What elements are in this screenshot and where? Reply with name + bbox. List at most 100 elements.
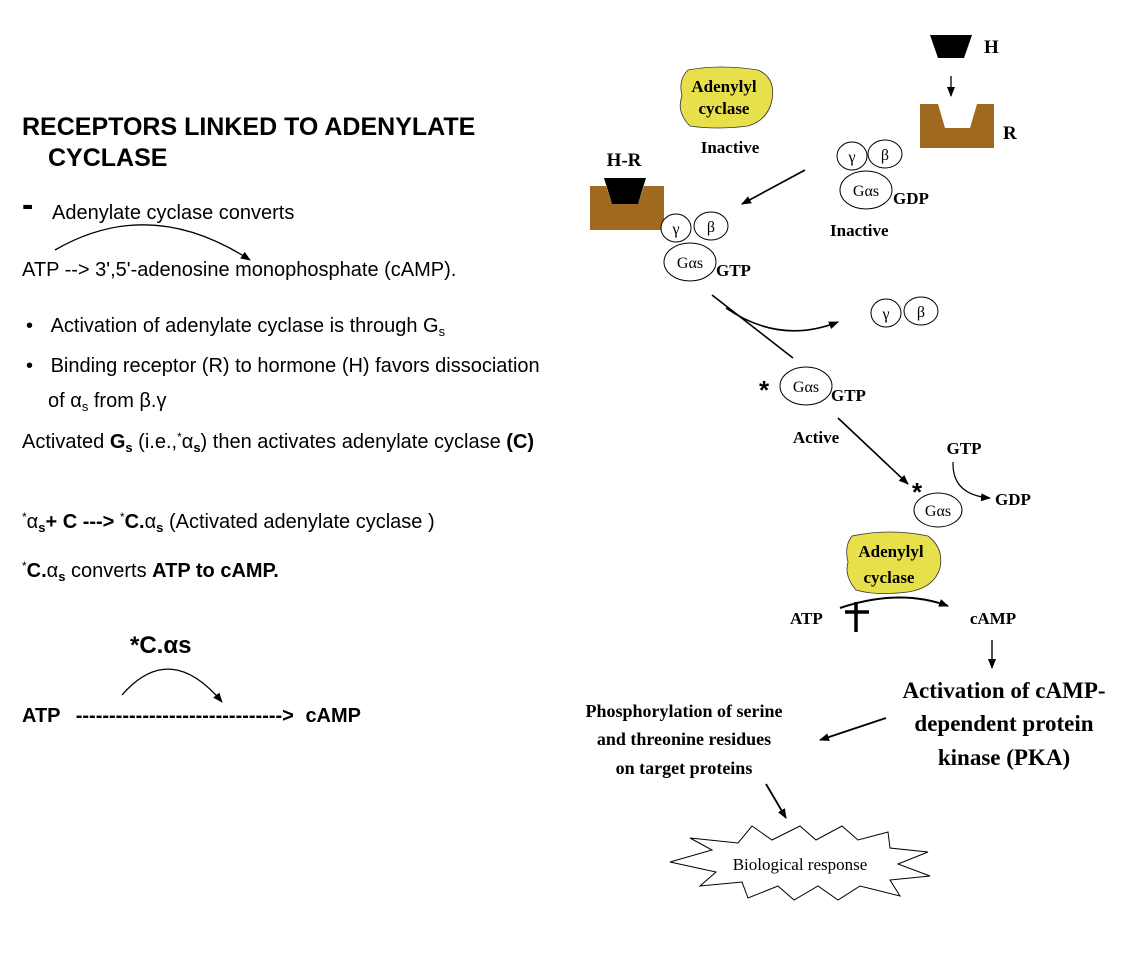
eq2-mid: converts (65, 560, 153, 582)
hr-complex-label: H-R (607, 150, 642, 171)
conversion-arrow (839, 596, 949, 609)
active-label: Active (793, 428, 840, 447)
activated-g-sub: s (125, 440, 133, 455)
g-alpha-s-label: Gαs (853, 183, 879, 200)
eq1-star: * (22, 510, 27, 524)
activated-line: Activated Gs (i.e.,*αs) then activates a… (22, 431, 534, 454)
eq1-sub-2: s (156, 520, 164, 535)
hormone-shape (930, 35, 972, 58)
hormone-label: H (984, 37, 999, 58)
bullet-dot: • (26, 355, 34, 377)
adenylyl-cyclase-inactive-line1: Adenylyl (691, 77, 756, 96)
activated-g: G (109, 431, 126, 453)
phos-to-response-arrow (765, 783, 787, 819)
activated-alpha: α (181, 431, 194, 453)
biological-response-burst (669, 825, 931, 901)
bullet-1: • Activation of adenylate cyclase is thr… (26, 315, 445, 338)
hydrolysis-gdp-label: GDP (995, 490, 1031, 509)
beta-gamma-release-arrow (725, 307, 839, 332)
inactive-gprotein-label: Inactive (830, 221, 889, 240)
receptor-label: R (1003, 123, 1017, 144)
released-beta-label: β (917, 304, 925, 321)
eq2-alpha: α (46, 560, 59, 582)
eq2-sub: s (58, 569, 66, 584)
hydrolysis-gtp-label: GTP (947, 439, 982, 458)
eq2-star: * (22, 559, 27, 573)
eq1-star-2: * (119, 510, 125, 524)
released-gamma-label: γ (881, 306, 889, 323)
activated-c: ) then activates adenylate cyclase (200, 431, 507, 453)
g-alpha-s-subunit (839, 170, 893, 210)
title-line-1: RECEPTORS LINKED TO ADENYLATE (22, 113, 476, 141)
diagram-atp-label: ATP (790, 609, 823, 628)
dissociation-line (711, 294, 794, 359)
active-star: * (759, 375, 770, 405)
phos-line1: Phosphorylation of serine (585, 701, 782, 721)
activated-a: Activated (22, 431, 110, 453)
bullet-2-sub: s (81, 399, 89, 414)
activation-arrow (837, 417, 909, 485)
curved-arrow-intro (54, 224, 251, 261)
hr-beta-label: β (707, 219, 715, 236)
hr-gtp-label: GTP (716, 261, 751, 280)
active-g-alpha-s (779, 366, 833, 406)
adenylyl-cyclase-active-line2: cyclase (864, 568, 915, 587)
hr-gamma-label: γ (671, 221, 679, 238)
binding-arrow (741, 169, 806, 205)
activated-b: (i.e., (132, 431, 178, 453)
receptor-shape (920, 104, 994, 148)
adenylyl-cyclase-inactive-shape (679, 66, 774, 129)
active-g-alpha-s-label: Gαs (793, 379, 819, 396)
diagram-camp-label: cAMP (970, 609, 1016, 628)
eq2-bold: ATP to cAMP. (152, 560, 279, 582)
hr-receptor-shape (590, 186, 664, 230)
adenylyl-cyclase-active-line1: Adenylyl (858, 542, 923, 561)
bullet-2-line-2: of αs from β.γ (48, 390, 167, 413)
bullet-1-text: Activation of adenylate cyclase is throu… (50, 315, 439, 337)
gdp-label: GDP (893, 189, 929, 208)
eq1-rest: (Activated adenylate cyclase ) (163, 511, 435, 533)
adenylyl-cyclase-inactive-line2: cyclase (699, 99, 750, 118)
phos-line2: and threonine residues (597, 729, 771, 749)
phos-line3: on target proteins (616, 758, 753, 778)
cyclase-g-alpha-s-label: Gαs (925, 503, 951, 520)
page-title: RECEPTORS LINKED TO ADENYLATE CYCLASE (22, 112, 475, 174)
bullet-2-from: from β.γ (88, 390, 167, 412)
gamma-label: γ (847, 149, 855, 166)
bullet-1-sub: s (438, 324, 446, 339)
beta-label: β (881, 147, 889, 164)
activated-c-bold: (C) (506, 431, 535, 453)
reaction-camp: cAMP (305, 705, 362, 727)
inactive-cyclase-label: Inactive (701, 138, 760, 157)
cyclase-g-alpha-s (913, 492, 963, 528)
eq1-c: C. (124, 511, 145, 533)
eq1-sub: s (38, 520, 46, 535)
equation-1: *αs+ C ---> *C.αs (Activated adenylate c… (22, 511, 435, 534)
intro-text: Adenylate cyclase converts (52, 202, 295, 224)
pka-line2: dependent protein (914, 711, 1093, 736)
hydrolysis-arrow (952, 461, 991, 502)
biological-response-label: Biological response (733, 855, 868, 874)
reaction-atp: ATP (22, 705, 61, 727)
hr-gamma-subunit (660, 213, 692, 243)
equation-2: *C.αs converts ATP to cAMP. (22, 560, 279, 583)
cyclase-g-star: * (912, 477, 923, 507)
bullet-2-of: of α (48, 390, 82, 412)
eq1-alpha: α (26, 511, 39, 533)
pka-line1: Activation of cAMP- (902, 678, 1105, 703)
gamma-subunit (836, 141, 868, 171)
dash-marker: - (22, 186, 34, 224)
bullet-dot: • (26, 315, 34, 337)
bullet-2: • Binding receptor (R) to hormone (H) fa… (26, 355, 540, 378)
released-gamma (870, 298, 902, 328)
eq1-alpha-2: α (144, 511, 157, 533)
adenylyl-cyclase-active-shape (846, 531, 942, 594)
eq1-bold: + C ---> (45, 511, 120, 533)
eq2-c: C. (26, 560, 47, 582)
hr-g-alpha-s-label: Gαs (677, 255, 703, 272)
reaction-line: ATP -------------------------------> cAM… (22, 705, 361, 728)
hr-hormone-shape (604, 178, 646, 204)
activated-star: * (177, 430, 182, 444)
active-gtp-label: GTP (831, 386, 866, 405)
